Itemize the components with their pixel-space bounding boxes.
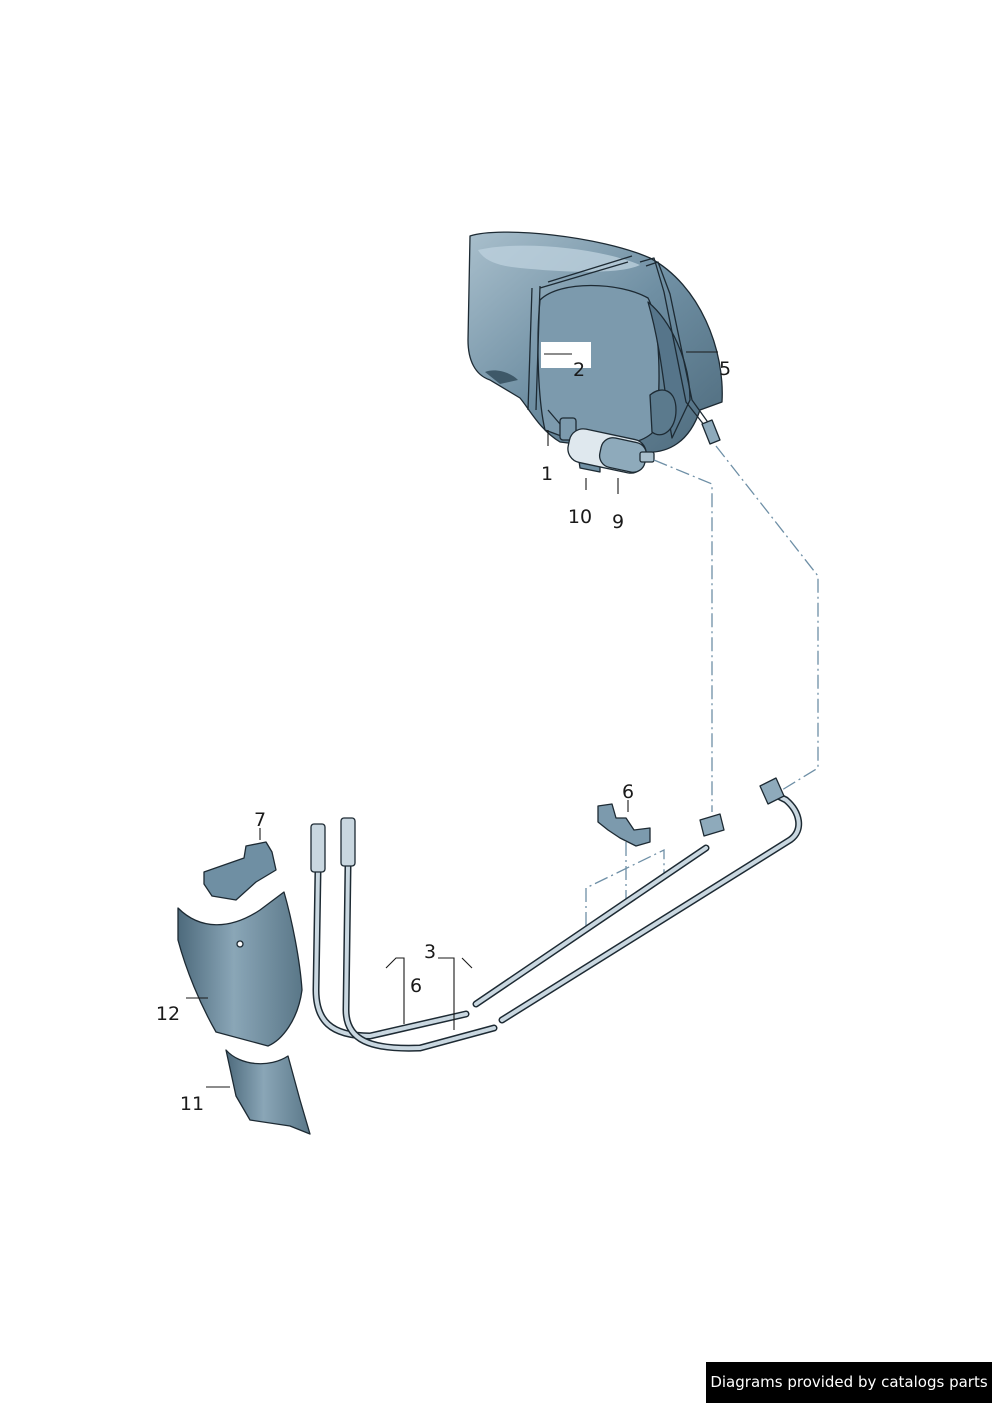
callout-9: 9 bbox=[612, 511, 624, 533]
cover-lower bbox=[225, 1049, 311, 1135]
cover-hole bbox=[236, 940, 244, 948]
callout-6-holder: 6 bbox=[622, 781, 634, 803]
credit-banner: Diagrams provided by catalogs parts bbox=[706, 1362, 992, 1403]
callout-1: 1 bbox=[541, 463, 553, 485]
cover-upper bbox=[177, 891, 303, 1047]
hose-connector-top bbox=[701, 419, 721, 445]
callout-6-hose: 6 bbox=[410, 975, 422, 997]
callout-5: 5 bbox=[719, 358, 731, 380]
callout-12: 12 bbox=[156, 1003, 180, 1025]
callout-2: 2 bbox=[573, 359, 585, 381]
callout-11: 11 bbox=[180, 1093, 204, 1115]
leader-lines bbox=[186, 351, 718, 1088]
hose-holder bbox=[597, 803, 651, 847]
callout-7: 7 bbox=[254, 809, 266, 831]
callout-10: 10 bbox=[568, 506, 592, 528]
bracket bbox=[203, 841, 277, 901]
pump-motor bbox=[567, 428, 655, 474]
washer-reservoir bbox=[467, 231, 723, 454]
callout-3: 3 bbox=[424, 941, 436, 963]
washer-hoses bbox=[310, 777, 803, 1052]
connection-lines bbox=[585, 445, 819, 926]
label-backing bbox=[541, 342, 591, 368]
